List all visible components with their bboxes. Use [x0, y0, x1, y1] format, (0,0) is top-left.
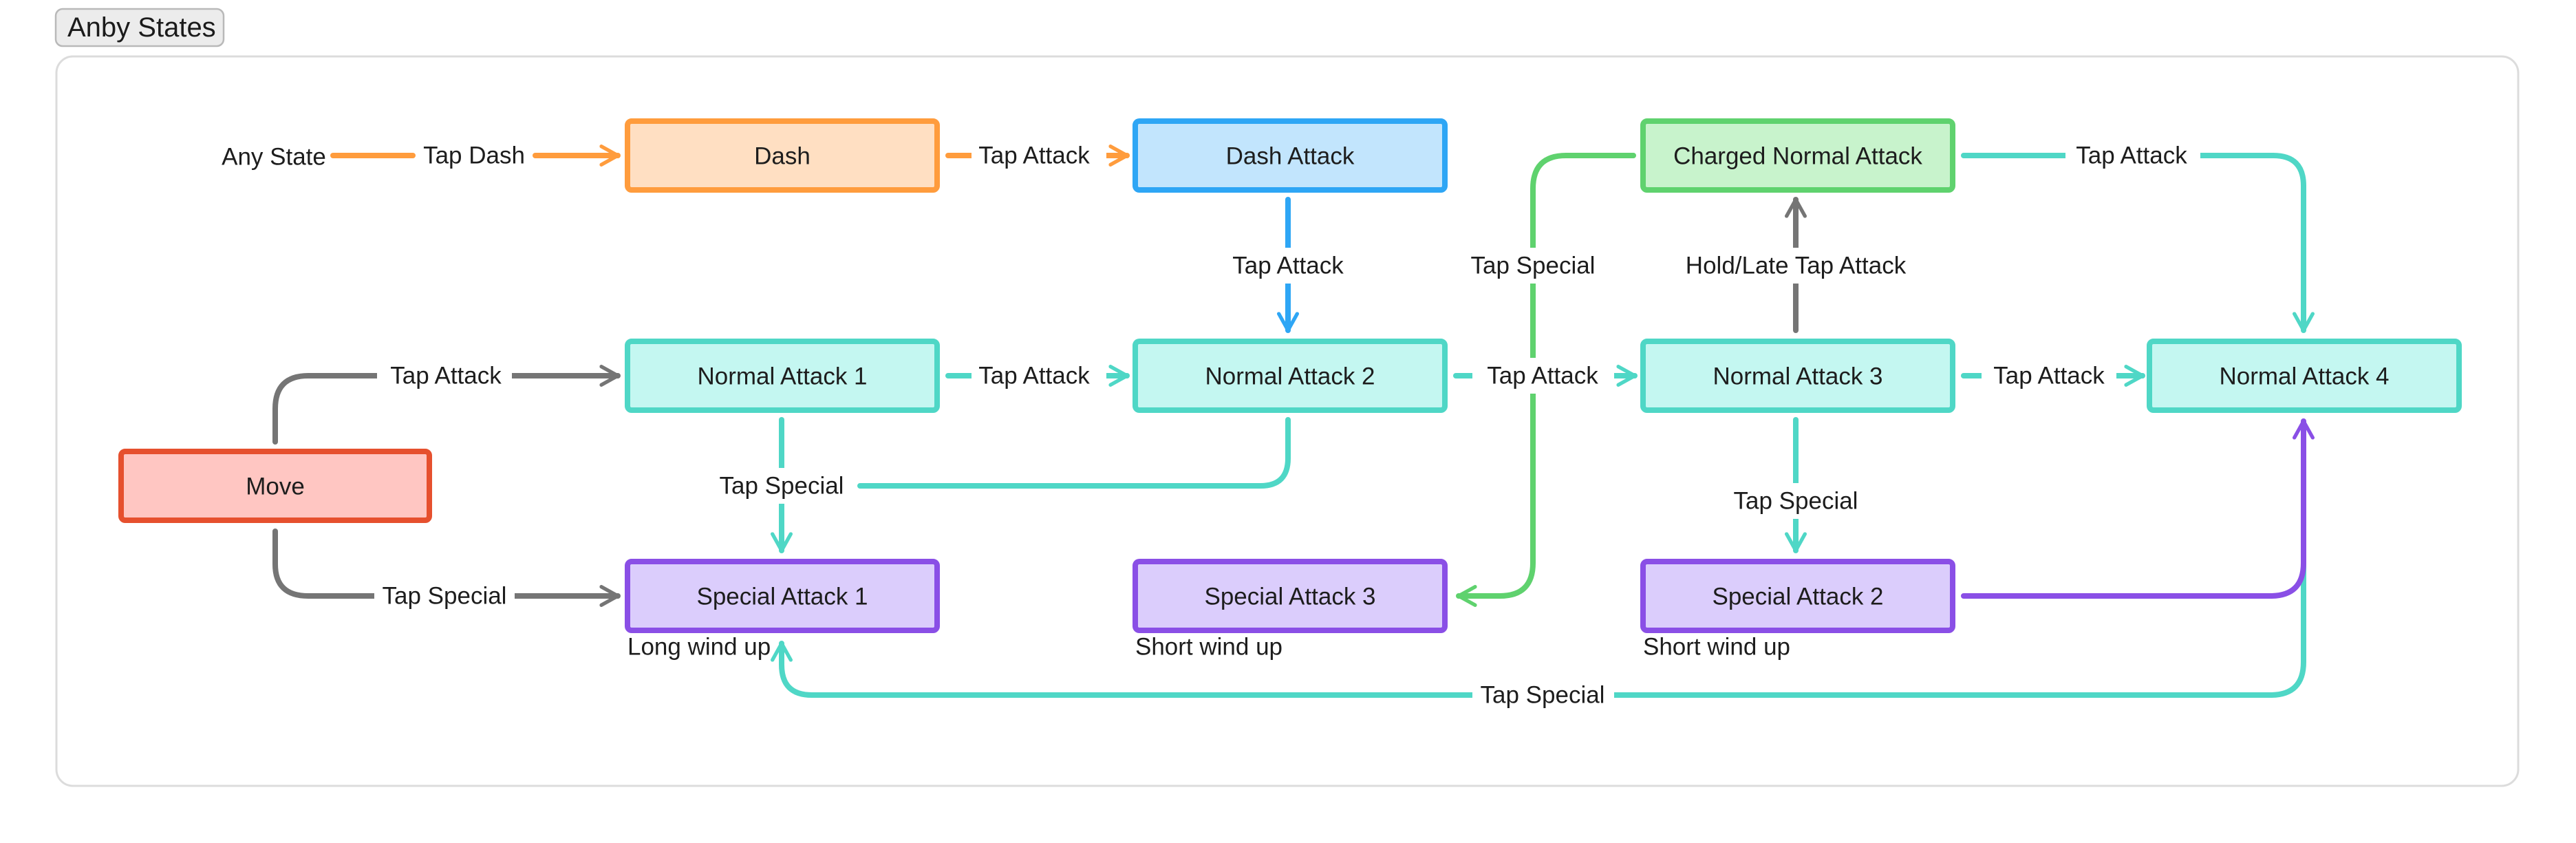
label-charged-to-sa3: Tap Special: [1461, 248, 1604, 284]
label-dash-to-dash-attack: Tap Attack: [972, 138, 1106, 173]
edge-charged-to-na4: [1961, 153, 2315, 333]
label-na3-to-na4: Tap Attack: [1982, 358, 2116, 394]
svg-text:Tap Attack: Tap Attack: [390, 363, 502, 390]
label-na3-to-charged: Hold/Late Tap Attack: [1679, 248, 1913, 284]
svg-text:Tap Dash: Tap Dash: [423, 142, 525, 169]
svg-text:Tap Special: Tap Special: [1734, 488, 1858, 515]
label-move-to-sa1: Tap Special: [374, 578, 515, 614]
svg-text:Charged Normal Attack: Charged Normal Attack: [1673, 143, 1922, 170]
label-na2-to-na3: Tap Attack: [1472, 358, 1614, 394]
node-move[interactable]: Move: [118, 449, 432, 523]
svg-text:Special Attack 2: Special Attack 2: [1712, 584, 1883, 610]
edge-na2-to-sa1: [857, 417, 1291, 489]
svg-text:Special Attack 3: Special Attack 3: [1204, 584, 1375, 610]
label-dash-attack-to-na2: Tap Attack: [1221, 248, 1355, 284]
node-special-attack-3[interactable]: Special Attack 3: [1133, 559, 1448, 633]
svg-text:Tap Special: Tap Special: [1471, 253, 1596, 279]
node-normal-attack-4[interactable]: Normal Attack 4: [2147, 339, 2462, 413]
label-any-to-dash: Tap Dash: [417, 138, 531, 173]
svg-text:Tap Attack: Tap Attack: [1993, 363, 2105, 390]
node-normal-attack-2[interactable]: Normal Attack 2: [1133, 339, 1448, 413]
caption-special-attack-1: Long wind up: [627, 634, 771, 661]
svg-text:Tap Special: Tap Special: [720, 473, 844, 500]
label-na4-to-sa1: Tap Special: [1472, 677, 1614, 713]
edge-sa2-to-na4: [1961, 418, 2315, 599]
svg-text:Normal Attack 4: Normal Attack 4: [2219, 363, 2389, 390]
label-na-to-sa1: Tap Special: [716, 468, 853, 504]
node-dash[interactable]: Dash: [625, 118, 940, 193]
node-normal-attack-1[interactable]: Normal Attack 1: [625, 339, 940, 413]
svg-text:Move: Move: [246, 473, 305, 500]
node-special-attack-2[interactable]: Special Attack 2: [1640, 559, 1955, 633]
label-move-to-na1: Tap Attack: [377, 358, 512, 394]
svg-text:Tap Attack: Tap Attack: [978, 363, 1090, 390]
svg-text:Tap Attack: Tap Attack: [1232, 253, 1344, 279]
svg-text:Special Attack 1: Special Attack 1: [696, 584, 868, 610]
label-na3-to-sa2: Tap Special: [1726, 483, 1867, 519]
svg-text:Dash: Dash: [754, 143, 811, 170]
caption-special-attack-2: Short wind up: [1643, 634, 1790, 661]
edge-move-to-sa1: [272, 529, 621, 607]
caption-special-attack-3: Short wind up: [1135, 634, 1282, 661]
svg-text:Normal Attack 1: Normal Attack 1: [697, 363, 867, 390]
node-any-state: Any State: [222, 144, 326, 171]
svg-text:Tap Special: Tap Special: [383, 583, 507, 610]
label-charged-to-na4: Tap Attack: [2065, 138, 2200, 173]
node-special-attack-1[interactable]: Special Attack 1: [625, 559, 940, 633]
svg-text:Normal Attack 3: Normal Attack 3: [1713, 363, 1882, 390]
svg-text:Tap Attack: Tap Attack: [2076, 142, 2187, 169]
node-normal-attack-3[interactable]: Normal Attack 3: [1640, 339, 1955, 413]
frame-title: Anby States: [67, 12, 216, 43]
svg-text:Tap Attack: Tap Attack: [978, 142, 1090, 169]
frame-title-tab[interactable]: Anby States: [54, 8, 225, 47]
svg-text:Dash Attack: Dash Attack: [1226, 143, 1355, 170]
node-dash-attack[interactable]: Dash Attack: [1133, 118, 1448, 193]
frame-border: [55, 55, 2520, 787]
svg-text:Normal Attack 2: Normal Attack 2: [1205, 363, 1375, 390]
edge-na4-to-sa1: [771, 534, 2306, 698]
label-na1-to-na2: Tap Attack: [972, 358, 1106, 394]
edge-move-to-na1: [272, 365, 621, 445]
svg-text:Tap Attack: Tap Attack: [1487, 363, 1598, 390]
node-charged-normal-attack[interactable]: Charged Normal Attack: [1640, 118, 1955, 193]
svg-text:Hold/Late Tap Attack: Hold/Late Tap Attack: [1686, 253, 1907, 279]
svg-text:Tap Special: Tap Special: [1481, 682, 1605, 709]
